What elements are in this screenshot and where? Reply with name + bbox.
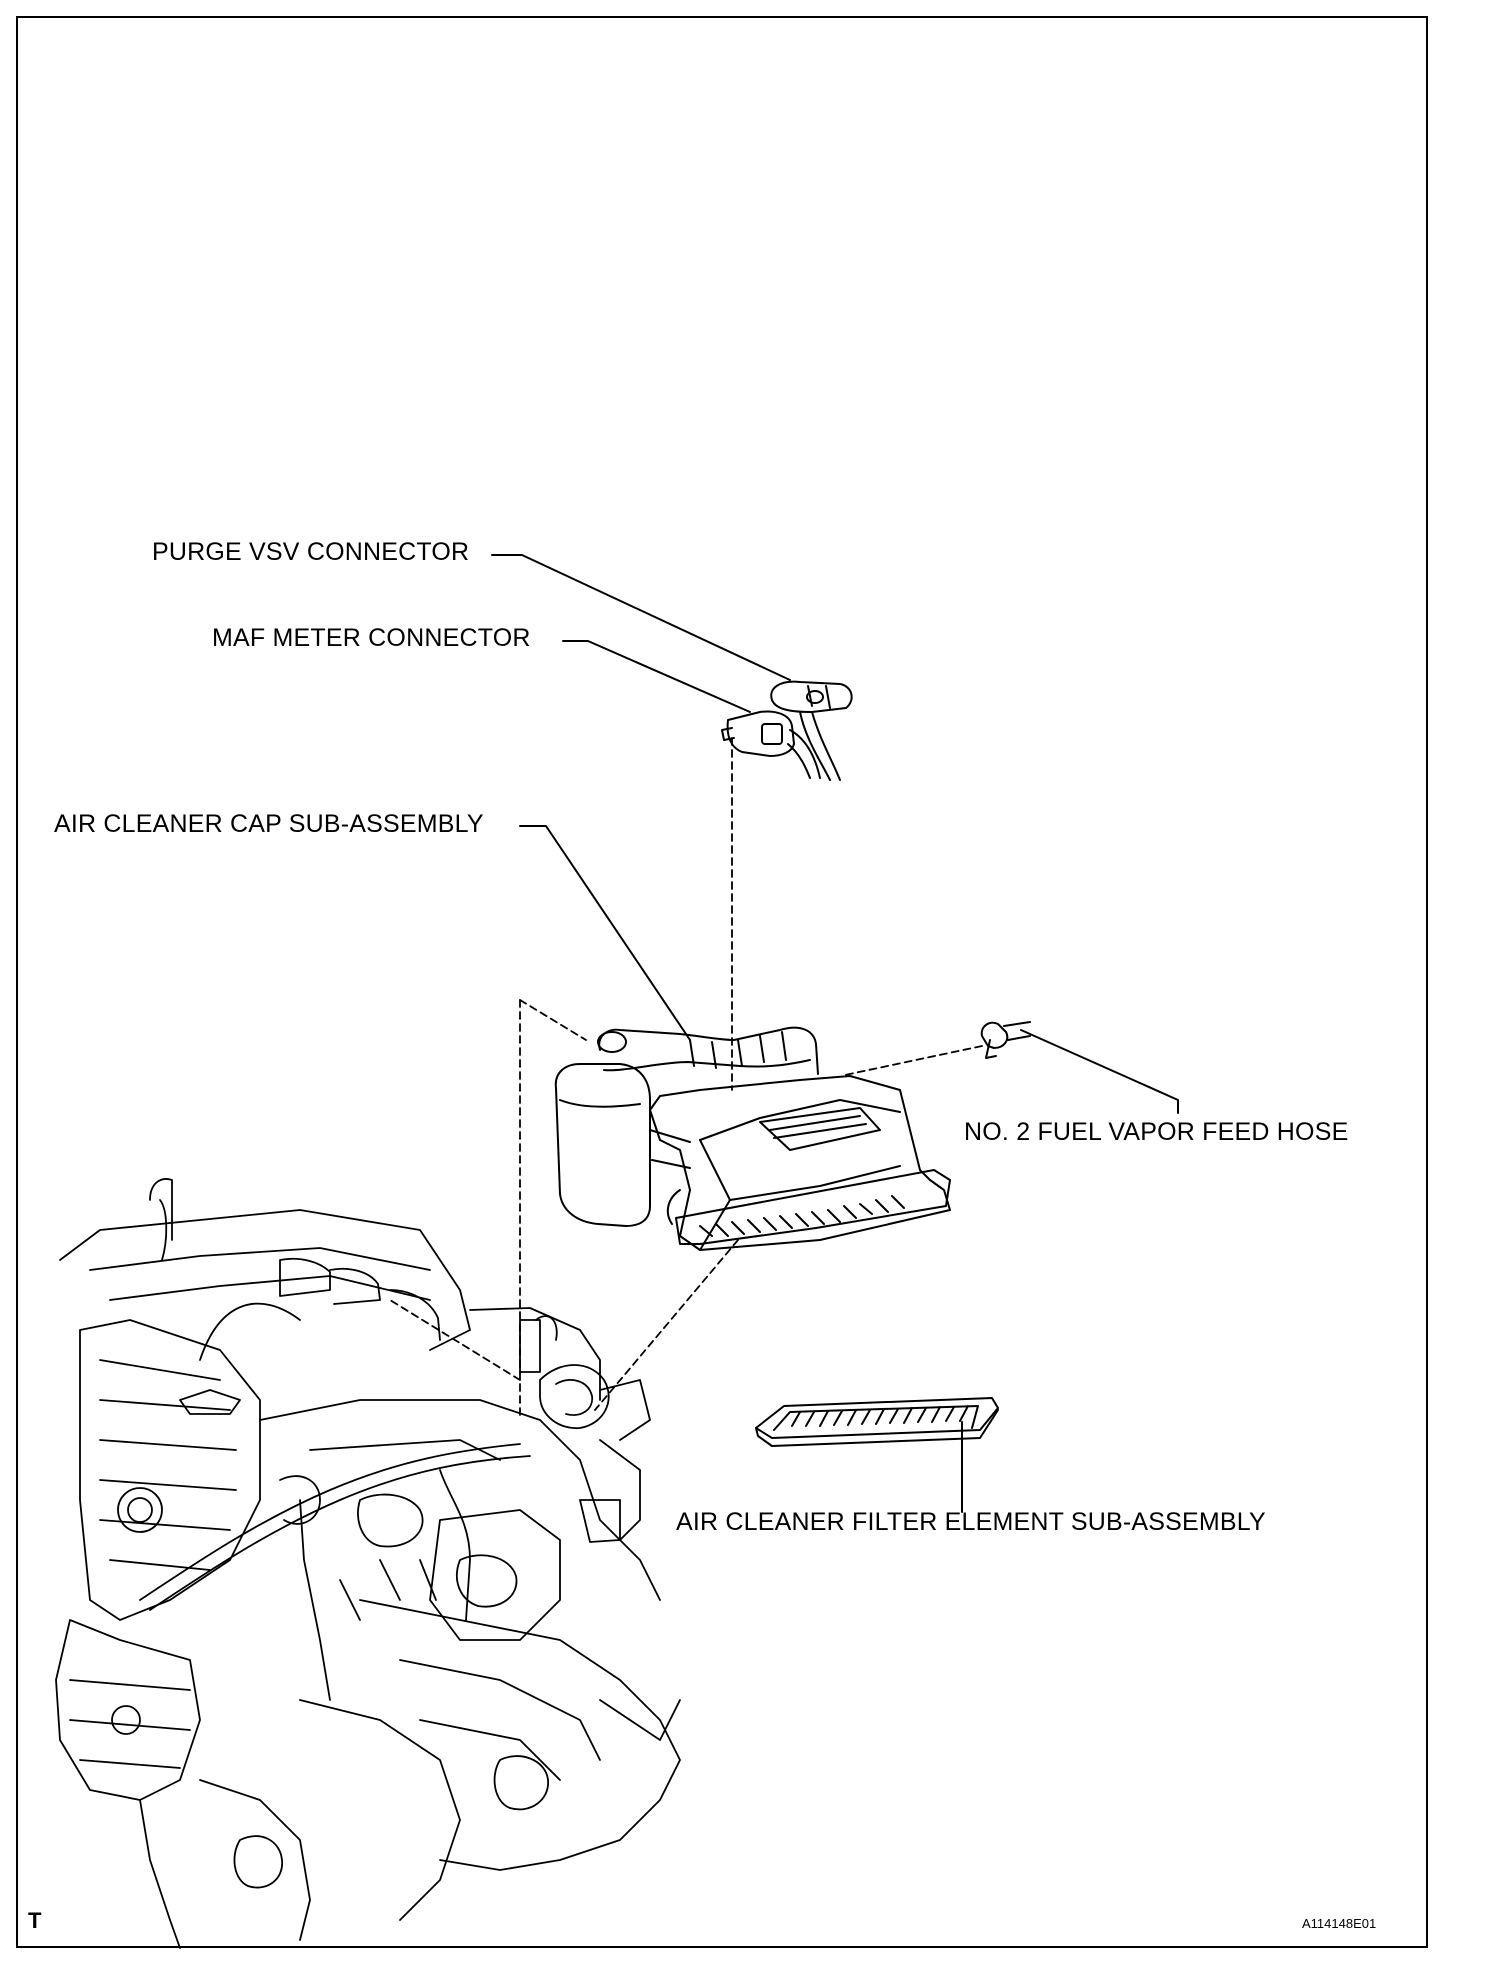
label-fuel-vapor-hose: NO. 2 FUEL VAPOR FEED HOSE (964, 1118, 1349, 1146)
section-mark: T (28, 1908, 42, 1933)
fuel-vapor-hose-drawing (980, 1021, 1031, 1059)
filter-element-drawing (755, 1397, 999, 1447)
diagram-frame (16, 16, 1428, 1948)
label-purge-vsv-connector: PURGE VSV CONNECTOR (152, 538, 470, 566)
leader-air-cleaner-cap (519, 825, 691, 1041)
leader-purge-vsv (491, 554, 791, 681)
leader-maf-meter (562, 640, 751, 713)
maf-meter-connector-drawing (721, 710, 821, 779)
alignment-dashes (389, 737, 983, 1421)
label-maf-meter-connector: MAF METER CONNECTOR (212, 624, 531, 652)
label-filter-element: AIR CLEANER FILTER ELEMENT SUB-ASSEMBLY (676, 1508, 1266, 1536)
leader-lines (491, 554, 1179, 1513)
figure-id: A114148E01 (1302, 1916, 1377, 1931)
engine-drawing (55, 1178, 681, 1949)
purge-vsv-connector-drawing (770, 680, 853, 781)
leader-fuel-vapor-hose (1020, 1029, 1179, 1114)
air-cleaner-cap-drawing (554, 1026, 951, 1251)
label-air-cleaner-cap: AIR CLEANER CAP SUB-ASSEMBLY (54, 810, 484, 838)
